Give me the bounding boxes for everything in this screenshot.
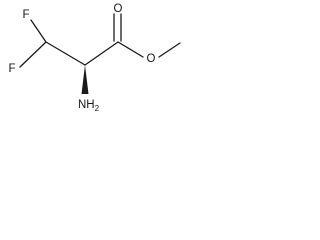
bond-layer	[19, 13, 181, 68]
bond-c3-o-ester	[117, 41, 144, 58]
stereo-wedge-bond	[81, 65, 89, 94]
bond-c1-f-top	[30, 19, 47, 43]
atom-ester-oxygen: O	[147, 53, 156, 65]
bond-c1-c2	[45, 41, 86, 66]
atom-labels: F F O O NH2	[8, 3, 155, 113]
amino-group-label: NH2	[78, 99, 100, 113]
atom-fluorine-bottom: F	[8, 63, 15, 75]
bond-c2-c3	[84, 41, 119, 66]
bond-c1-f-bottom	[19, 41, 47, 68]
chemical-structure-diagram: F F O O NH2	[8, 3, 181, 113]
atom-fluorine-top: F	[22, 9, 29, 21]
atom-carbonyl-oxygen: O	[114, 3, 123, 15]
amino-nh-text: NH	[78, 99, 95, 111]
amino-subscript: 2	[95, 104, 100, 113]
bond-o-methyl	[158, 42, 181, 58]
